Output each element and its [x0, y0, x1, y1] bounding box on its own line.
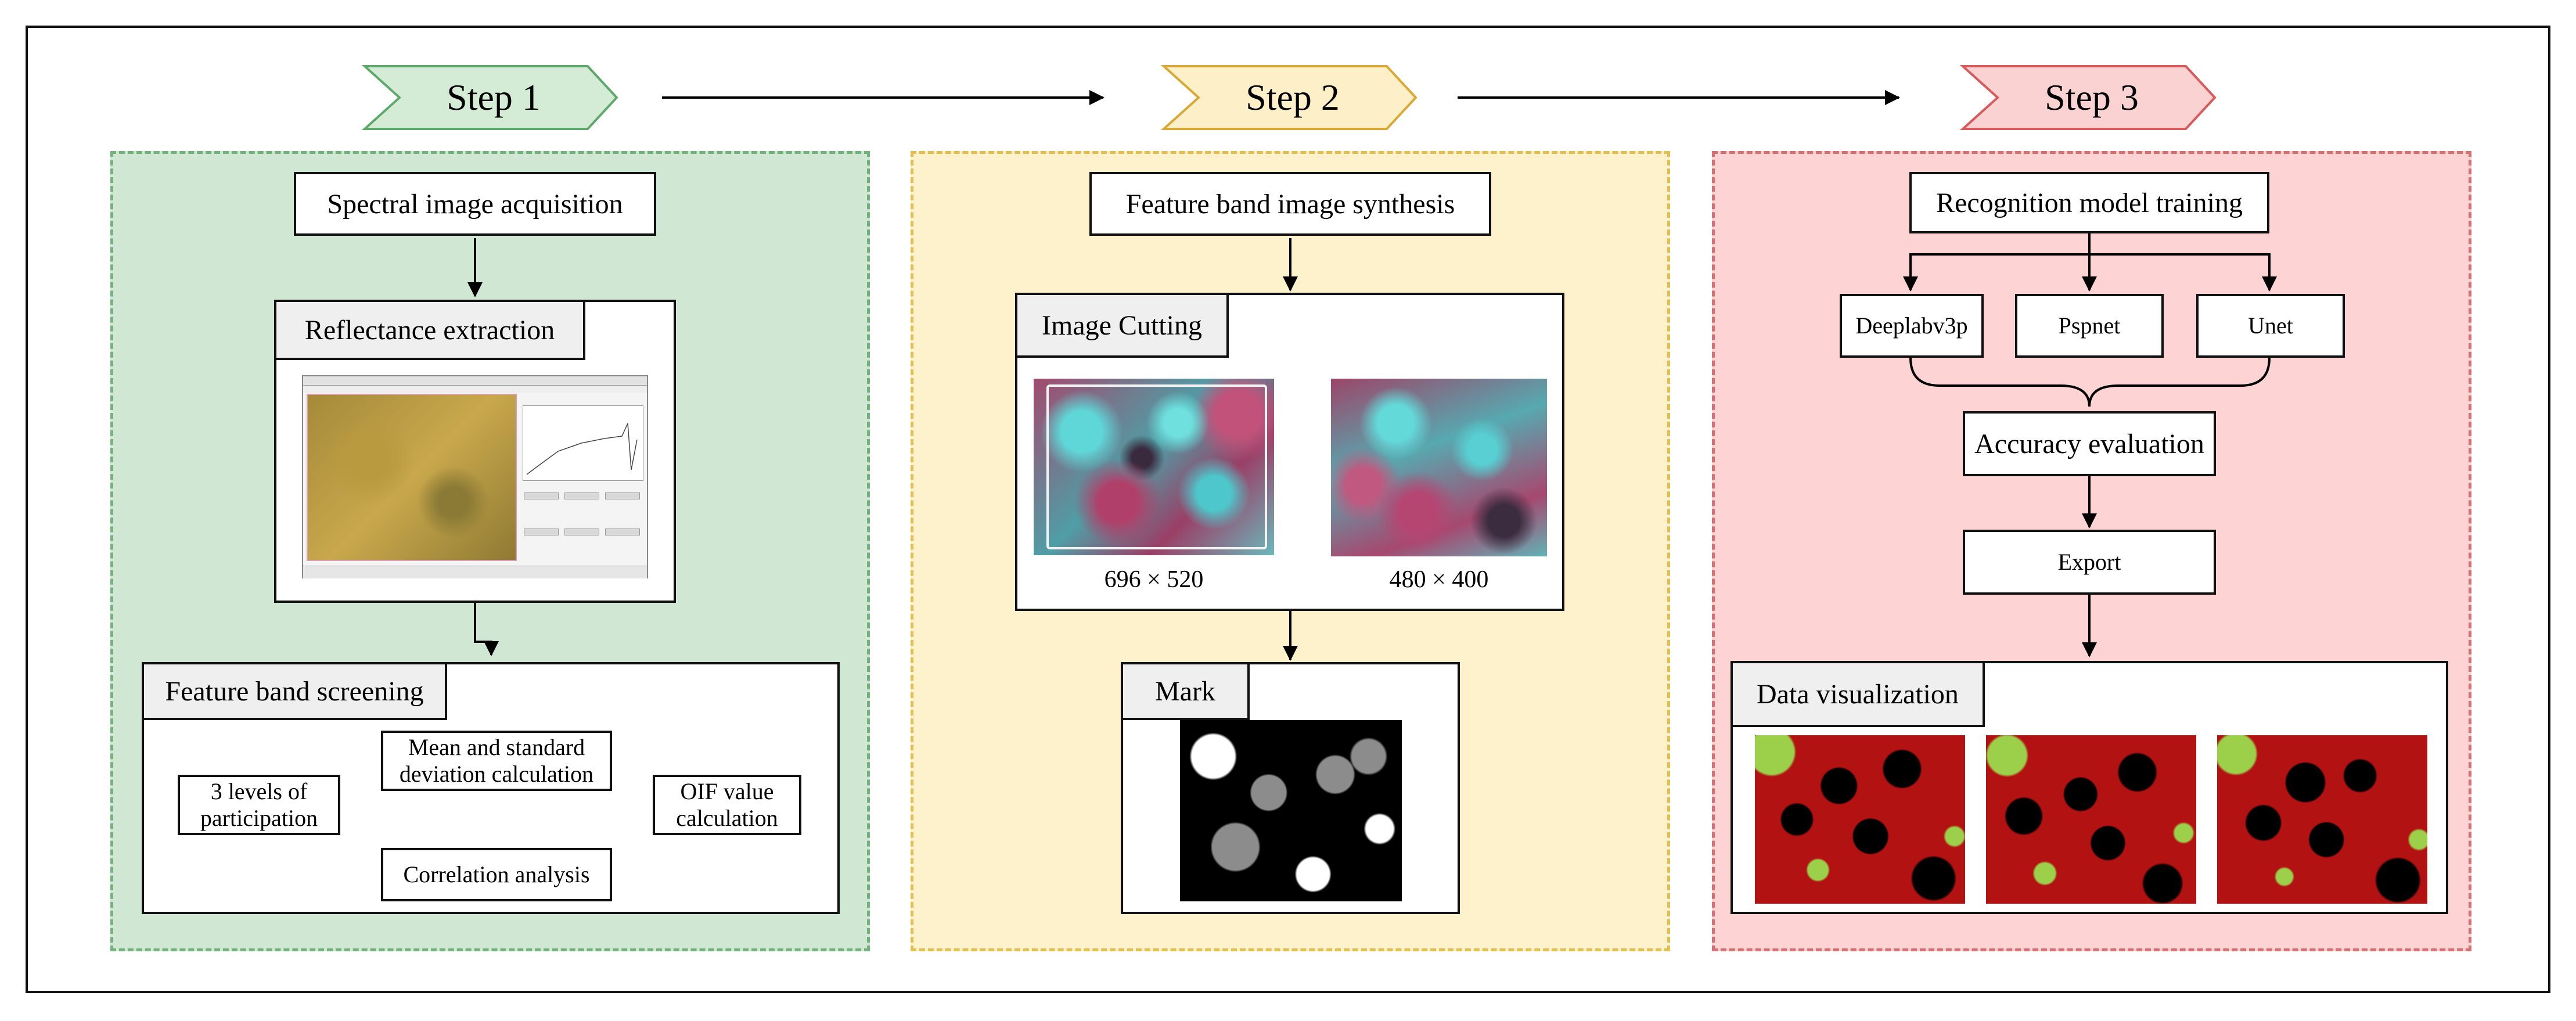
screening-tab: Feature band screening [144, 664, 447, 720]
step3-banner [1959, 65, 2217, 130]
mean-sd-box: Mean and standard deviation calculation [381, 731, 612, 791]
levels-box: 3 levels of participation [178, 775, 340, 835]
outer-frame [26, 26, 2550, 993]
model-deeplabv3p: Deeplabv3p [1840, 294, 1984, 358]
visualization-tab: Data visualization [1733, 663, 1985, 727]
data-visualization-box: Data visualization [1730, 661, 2448, 914]
segmentation-result-2 [1986, 735, 2196, 904]
step1-label: Step 1 [447, 77, 541, 118]
brace [1909, 357, 2271, 407]
segmentation-result-3 [2217, 735, 2427, 904]
model-training-box: Recognition model training [1909, 172, 2269, 233]
original-image [1034, 379, 1274, 555]
mark-tab: Mark [1123, 664, 1250, 720]
image-cutting-tab: Image Cutting [1017, 295, 1229, 358]
correlation-box: Correlation analysis [381, 848, 612, 901]
accuracy-evaluation-box: Accuracy evaluation [1963, 411, 2216, 476]
export-box: Export [1963, 530, 2216, 595]
size-original-caption: 696 × 520 [1104, 566, 1204, 593]
oif-box: OIF value calculation [653, 775, 801, 835]
label-mask-image [1180, 720, 1402, 901]
software-screenshot [302, 375, 648, 578]
spectral-image-acquisition-box: Spectral image acquisition [294, 172, 656, 236]
model-unet: Unet [2196, 294, 2345, 358]
reflectance-tab: Reflectance extraction [276, 302, 585, 360]
step2-banner [1160, 65, 1417, 130]
spectrum-plot [523, 405, 643, 481]
field-image [307, 394, 517, 561]
step2-label: Step 2 [1246, 77, 1340, 118]
mark-box: Mark [1121, 662, 1460, 914]
feature-band-synthesis-box: Feature band image synthesis [1089, 172, 1491, 236]
reflectance-extraction-box: Reflectance extraction [274, 300, 676, 603]
model-pspnet: Pspnet [2015, 294, 2164, 358]
flow-arrow [474, 603, 499, 656]
step1-banner [361, 65, 618, 130]
size-cut-caption: 480 × 400 [1389, 566, 1489, 593]
image-cutting-box: Image Cutting 696 × 520 480 × 400 [1015, 293, 1564, 611]
step3-label: Step 3 [2045, 77, 2139, 118]
cut-image [1331, 379, 1547, 556]
segmentation-result-1 [1755, 735, 1965, 904]
